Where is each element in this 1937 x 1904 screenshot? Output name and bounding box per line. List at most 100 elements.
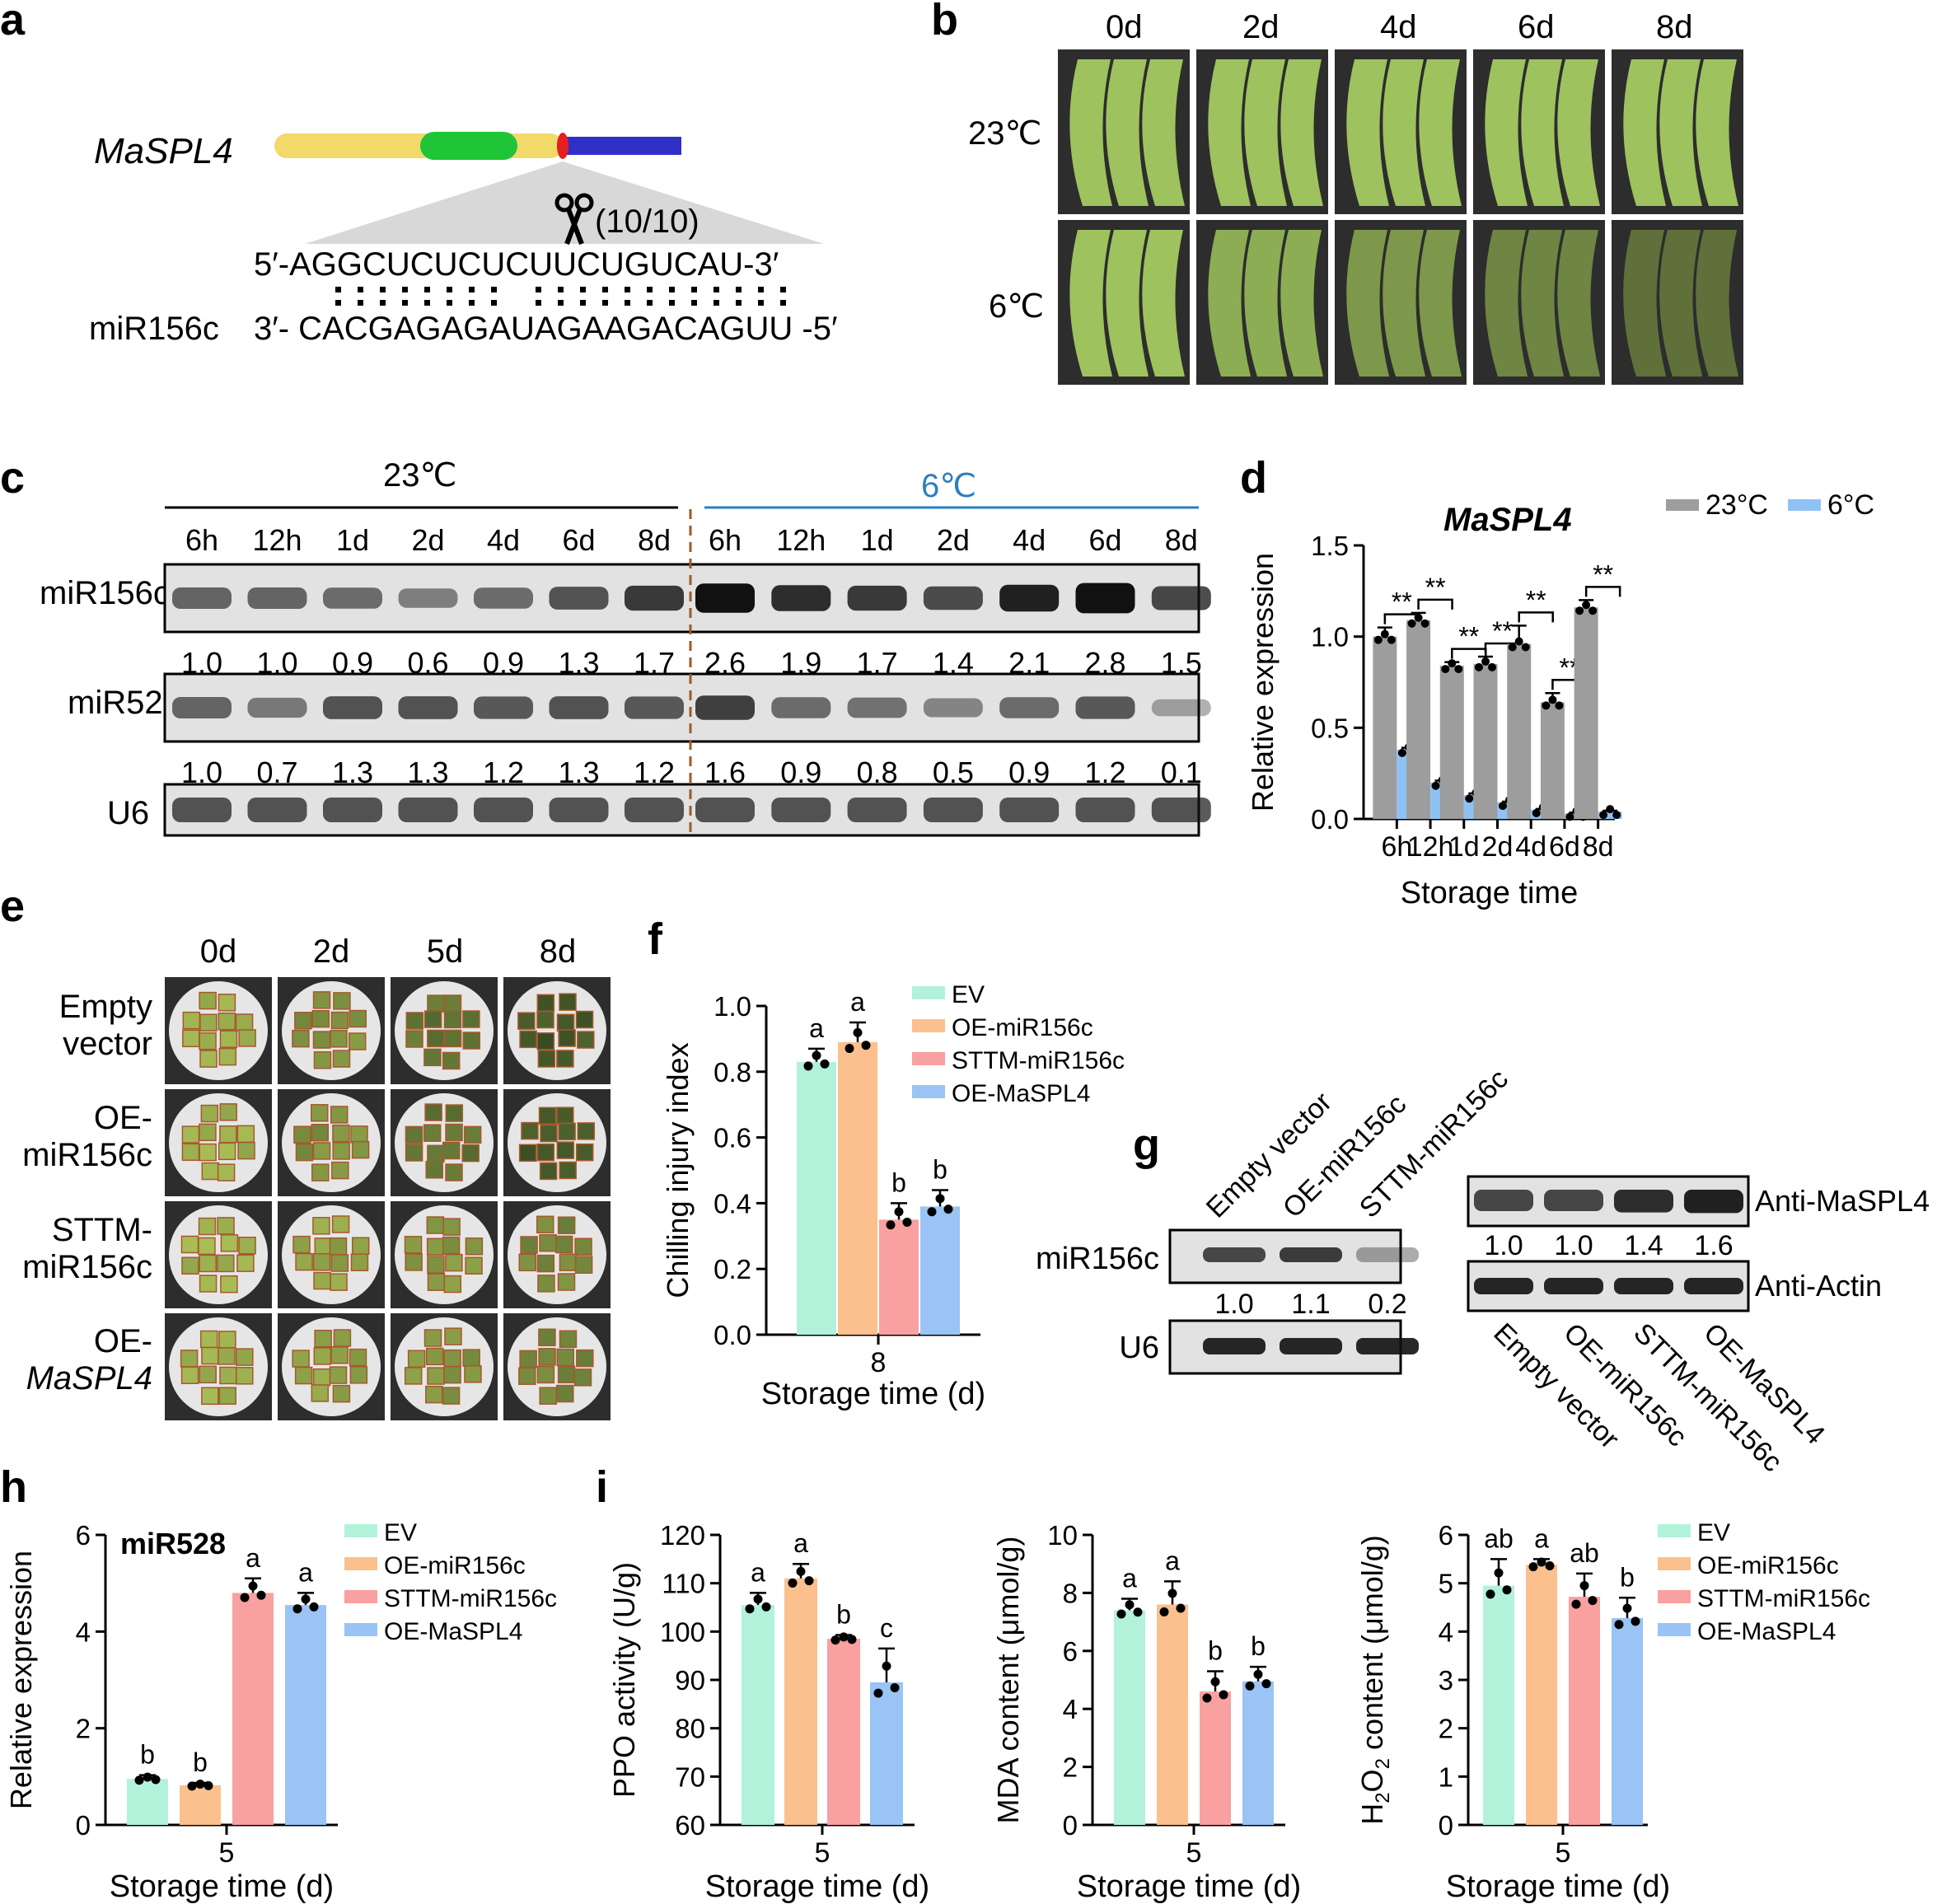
pulp-cube — [405, 1125, 423, 1144]
x-tick-label: 5 — [1556, 1837, 1571, 1869]
data-point — [1599, 811, 1608, 820]
panel-letter: f — [648, 915, 663, 964]
legend-label: EV — [384, 1519, 417, 1546]
pulp-cube — [332, 1050, 351, 1068]
petri-dish — [169, 981, 268, 1080]
data-point — [927, 1207, 937, 1217]
blot-band — [1356, 1247, 1419, 1262]
data-point — [1622, 1603, 1632, 1613]
legend-label: OE-miR156c — [1697, 1552, 1839, 1579]
data-point — [788, 1578, 798, 1588]
bar — [920, 1206, 960, 1335]
legend-swatch — [344, 1557, 377, 1570]
pulp-cube — [443, 1275, 462, 1294]
data-point — [796, 1566, 806, 1576]
treatment-label-line1: OE- — [94, 1323, 152, 1359]
data-point — [1431, 781, 1440, 790]
blot-band — [398, 588, 458, 608]
pulp-cube — [558, 1122, 576, 1141]
pulp-cube — [442, 1141, 461, 1160]
blot-band — [398, 696, 458, 719]
data-point — [1582, 601, 1591, 610]
blot-band — [323, 798, 382, 822]
data-point — [1514, 637, 1523, 646]
banana-fruit — [1280, 59, 1323, 206]
x-tick-label: 8d — [1583, 831, 1614, 863]
x-tick-label: 6h — [1381, 831, 1412, 863]
pair-dot — [358, 300, 363, 306]
pulp-cube — [219, 1366, 237, 1385]
legend-swatch — [912, 1052, 945, 1065]
pulp-cube — [538, 1106, 557, 1125]
significance-bracket — [1417, 598, 1453, 610]
pulp-cube — [180, 1235, 199, 1254]
pair-dot — [647, 287, 653, 292]
pair-dot — [669, 287, 675, 292]
x-tick-label: 2d — [1482, 831, 1514, 863]
pulp-cube — [180, 1366, 199, 1384]
pulp-cube — [219, 1030, 238, 1048]
x-tick-label: 4d — [1515, 831, 1546, 863]
blot-band — [1280, 1338, 1342, 1354]
blot-band — [1474, 1278, 1533, 1294]
x-axis-label: Storage time (d) — [705, 1869, 929, 1904]
target-site-marker — [557, 133, 568, 159]
blot-band — [1151, 798, 1211, 822]
pair-dot — [580, 287, 586, 292]
y-axis-label: H2O2 content (μmol/g) — [1355, 1535, 1394, 1825]
pair-dot — [402, 300, 408, 306]
data-point — [1499, 802, 1507, 811]
blot-band — [1203, 1247, 1266, 1262]
pair-dot — [558, 300, 564, 306]
pulp-cube — [295, 1252, 313, 1271]
pulp-cube — [332, 1124, 350, 1143]
pulp-cube — [423, 1124, 442, 1142]
y-tick-label: 6 — [1063, 1636, 1078, 1667]
pulp-cube — [462, 1349, 480, 1367]
pulp-cube — [201, 1346, 219, 1365]
bar — [827, 1639, 860, 1825]
significance-letter: b — [1251, 1631, 1266, 1661]
pulp-cube — [217, 1217, 235, 1235]
petri-dish — [508, 1205, 606, 1304]
pulp-cube — [312, 1368, 331, 1387]
pulp-cube — [576, 1349, 594, 1368]
y-tick-label: 0 — [76, 1810, 91, 1841]
treatment-label-line2: miR156c — [22, 1137, 152, 1173]
pulp-cube — [556, 1141, 575, 1159]
significance-letter: a — [809, 1013, 824, 1043]
time-label: 1d — [336, 523, 369, 557]
panel-a: a MaSPL4 (10/10) 5′-AGGCUCUCUCUUCUGUCAU-… — [0, 0, 837, 347]
y-tick-label: 0.4 — [714, 1188, 751, 1219]
pair-dot — [424, 287, 430, 292]
pulp-cube — [573, 1368, 592, 1387]
gene-utr3-segment — [562, 137, 681, 155]
pulp-cube — [536, 1032, 555, 1050]
pulp-cube — [574, 1256, 593, 1274]
day-label: 5d — [427, 933, 464, 970]
banana-fruit — [1521, 59, 1564, 206]
x-tick-label: 12h — [1407, 831, 1454, 863]
pulp-photo-grid — [165, 977, 611, 1420]
bar — [1569, 1597, 1600, 1825]
pulp-cube — [404, 1236, 423, 1254]
pair-dot — [714, 287, 719, 292]
pulp-cube — [350, 1253, 369, 1271]
blot-band — [771, 798, 831, 822]
pulp-cube — [236, 1348, 254, 1366]
bar — [180, 1785, 221, 1825]
pulp-cube — [462, 1010, 480, 1028]
pulp-cube — [427, 1256, 445, 1274]
significance-letter: ab — [1484, 1523, 1514, 1553]
pulp-cube — [462, 1032, 481, 1050]
blot-band — [398, 798, 458, 822]
pulp-cube — [329, 1366, 348, 1384]
banana-fruit — [1244, 230, 1287, 377]
time-label: 6h — [709, 523, 742, 557]
data-point — [1454, 665, 1463, 674]
time-label: 4d — [1013, 523, 1046, 557]
chilling-spots — [1696, 230, 1738, 377]
pulp-cube — [180, 1350, 199, 1368]
data-point — [894, 1207, 904, 1217]
